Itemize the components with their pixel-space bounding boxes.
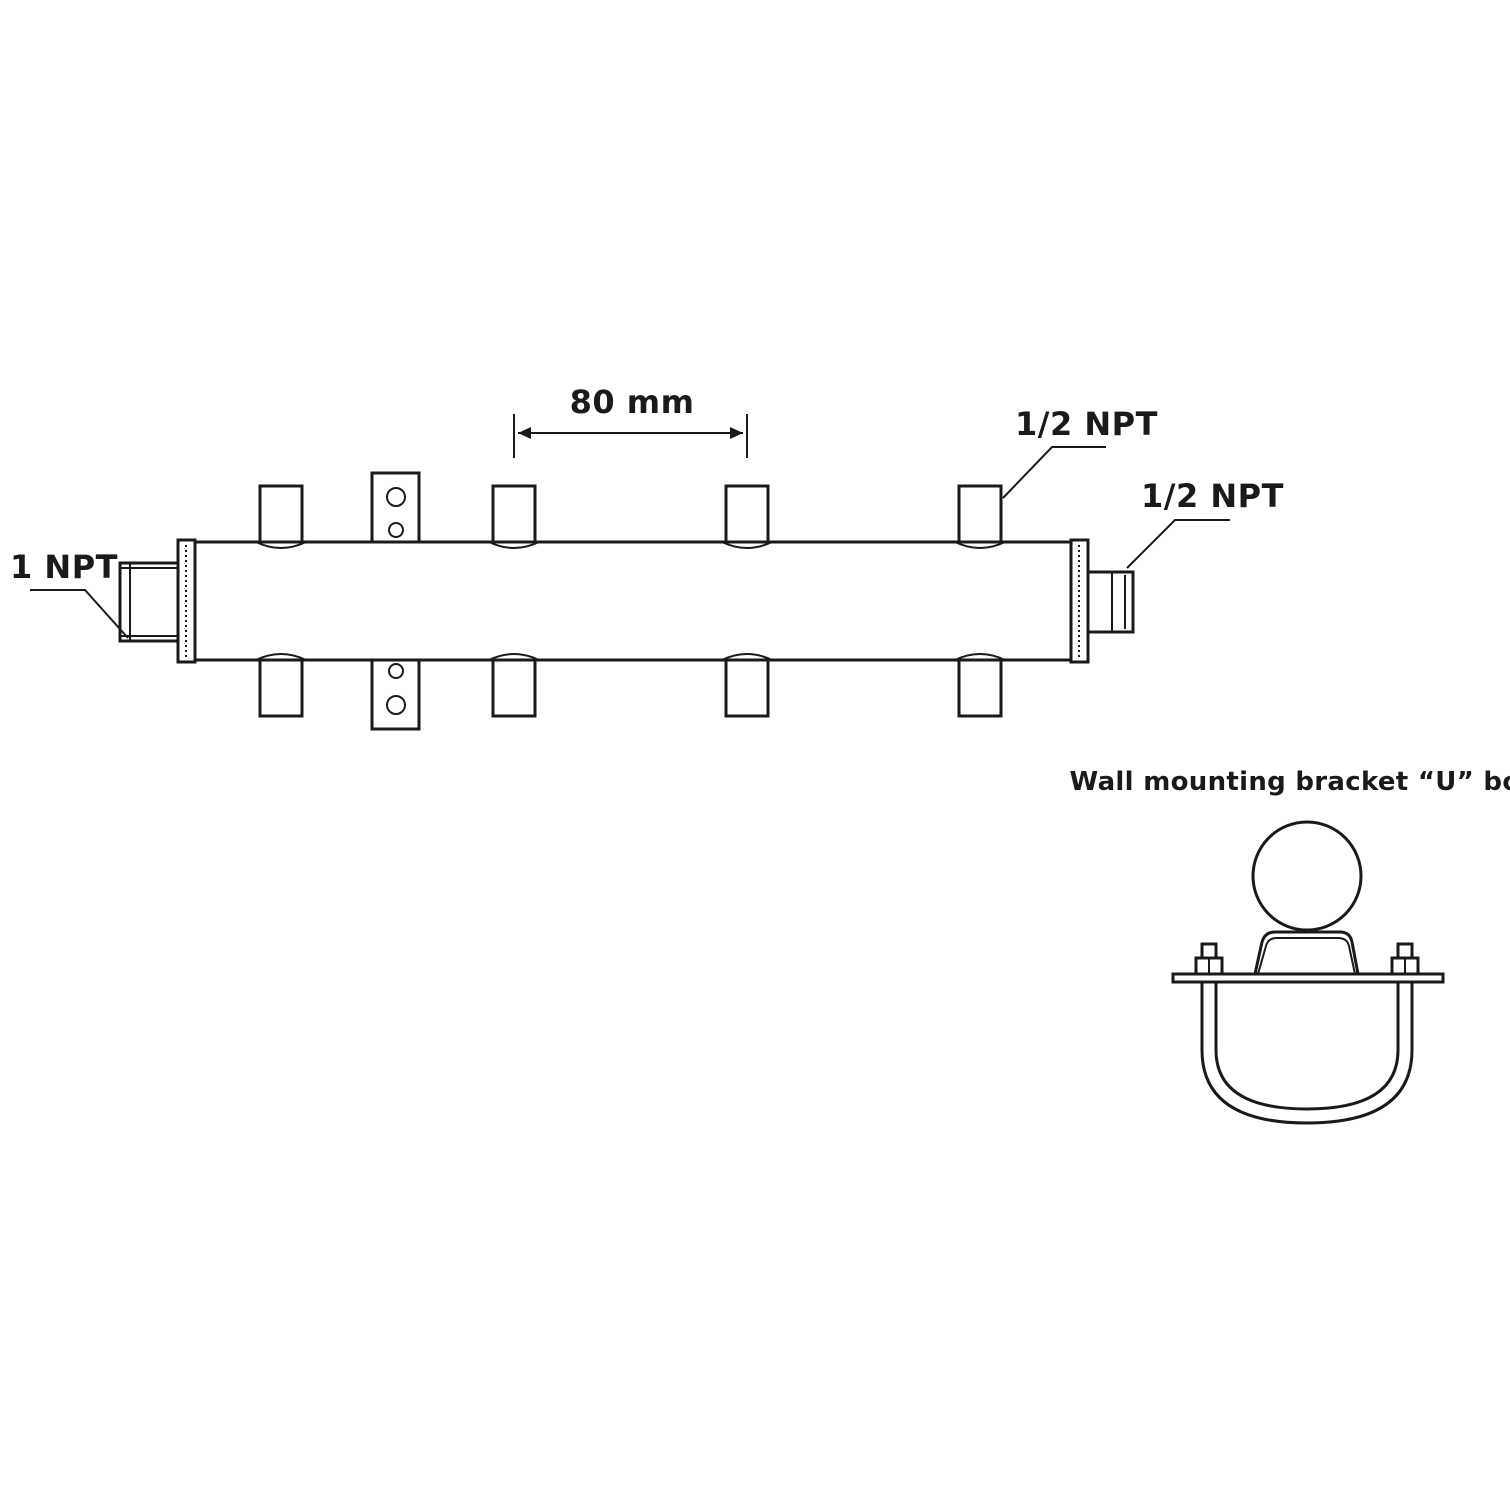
top-port-2 — [488, 484, 540, 549]
bottom-port-2 — [488, 653, 540, 718]
mounting-bracket-bottom — [370, 658, 421, 731]
u-bolt-inner — [1214, 982, 1400, 1111]
bottom-port-1 — [255, 653, 307, 718]
top-port-3 — [721, 484, 773, 549]
inlet-fitting — [118, 561, 180, 643]
arrow-left-icon — [518, 427, 531, 439]
inlet-label: 1 NPT — [10, 548, 118, 586]
bolt-hole-icon — [388, 663, 404, 679]
saddle-bracket — [1235, 930, 1380, 976]
saddle-bracket-inner — [1240, 937, 1375, 975]
side-outlet-label: 1/2 NPT — [1141, 477, 1284, 515]
inlet-thread-body — [118, 561, 180, 643]
arrow-right-icon — [730, 427, 743, 439]
left-nut-icon — [1194, 942, 1224, 976]
bolt-hole-icon — [386, 695, 406, 715]
side-outlet-fitting — [1086, 570, 1135, 634]
top-outlet-label: 1/2 NPT — [1015, 405, 1158, 443]
inlet-callout: 1 NPT — [10, 548, 129, 639]
bottom-ports — [255, 653, 1006, 718]
top-outlet-callout: 1/2 NPT — [1002, 405, 1158, 499]
bracket-caption: Wall mounting bracket “U” bolt — [1070, 767, 1510, 797]
u-bolt-detail: Wall mounting bracket “U” bolt — [1070, 767, 1510, 1125]
side-outlet-body — [1086, 570, 1135, 634]
spacing-dimension: 80 mm — [513, 383, 748, 458]
manifold-body — [176, 538, 1090, 664]
bolt-hole-icon — [388, 522, 404, 538]
pipe-cross-section — [1251, 820, 1363, 932]
mounting-bracket-top — [370, 471, 421, 544]
base-plate — [1171, 972, 1445, 984]
manifold-tube — [191, 540, 1075, 662]
bottom-port-4 — [954, 653, 1006, 718]
top-ports — [255, 484, 1006, 549]
bottom-port-3 — [721, 653, 773, 718]
top-port-4 — [954, 484, 1006, 549]
side-outlet-callout: 1/2 NPT — [1126, 477, 1284, 569]
spacing-label: 80 mm — [570, 383, 695, 421]
bolt-hole-icon — [386, 487, 406, 507]
top-port-1 — [255, 484, 307, 549]
right-nut-icon — [1390, 942, 1420, 976]
u-bolt-outer — [1200, 982, 1414, 1125]
